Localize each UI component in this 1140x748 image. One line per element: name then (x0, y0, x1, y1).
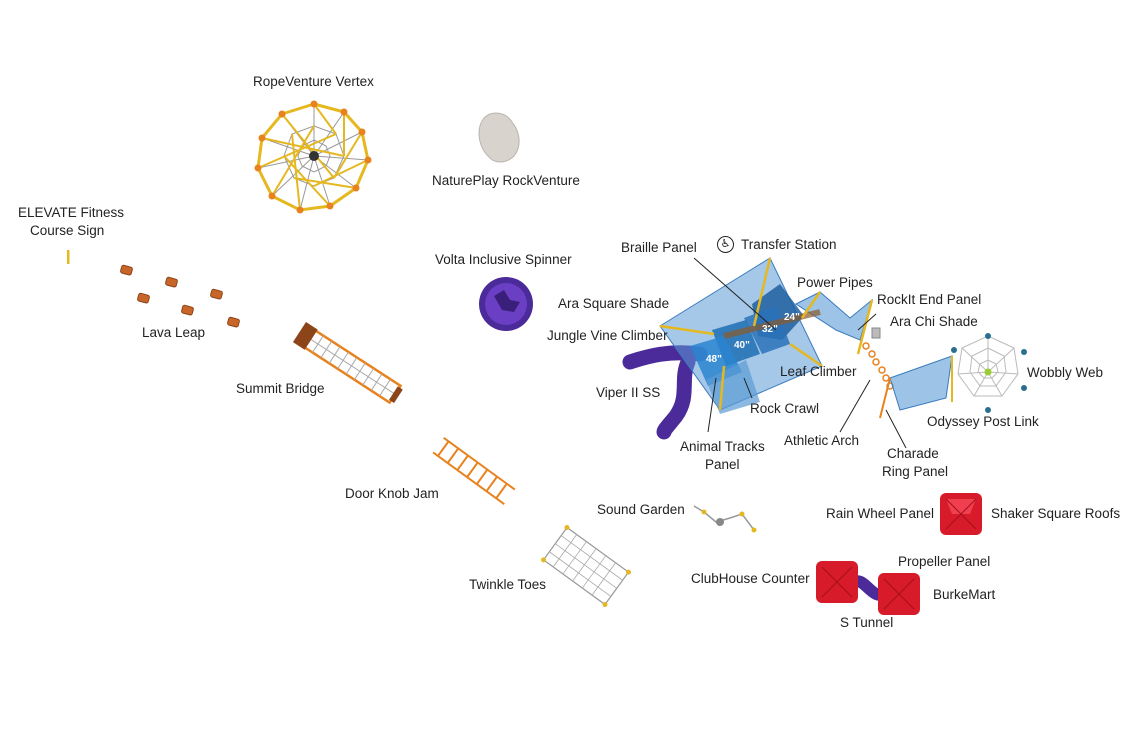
rockit-end-panel-mark (871, 327, 881, 339)
label-clubhouse-counter: ClubHouse Counter (691, 571, 810, 586)
natureplay-rock (478, 112, 520, 163)
deck-structure (690, 284, 821, 414)
deck-height-24: 24" (784, 312, 800, 323)
label-ropeventure-vertex: RopeVenture Vertex (253, 74, 374, 89)
shade-posts (659, 257, 874, 411)
label-door-knob-jam: Door Knob Jam (345, 486, 439, 501)
label-lava-leap: Lava Leap (142, 325, 206, 340)
label-rockit-end-panel: RockIt End Panel (877, 292, 982, 307)
label-elevate-sign-1: ELEVATE Fitness (18, 205, 125, 220)
deck-height-40: 40" (734, 340, 750, 351)
label-viper-ii-ss: Viper II SS (596, 385, 661, 400)
label-ara-chi-shade: Ara Chi Shade (890, 314, 978, 329)
deck-height-32: 32" (762, 324, 778, 335)
sound-garden-structure (693, 505, 757, 533)
label-natureplay-rockventure: NaturePlay RockVenture (432, 173, 580, 188)
lava-leap-stones (120, 264, 240, 328)
label-athletic-arch: Athletic Arch (784, 433, 860, 448)
label-odyssey-post-link: Odyssey Post Link (927, 414, 1039, 429)
label-braille-panel: Braille Panel (621, 240, 697, 255)
label-s-tunnel: S Tunnel (840, 615, 894, 630)
label-volta-spinner: Volta Inclusive Spinner (435, 252, 572, 267)
label-charade-1: Charade (887, 446, 939, 461)
volta-spinner (479, 277, 533, 331)
label-animal-tracks-1: Animal Tracks (680, 439, 765, 454)
label-summit-bridge: Summit Bridge (236, 381, 325, 396)
label-sound-garden: Sound Garden (597, 502, 685, 517)
label-jungle-vine-climber: Jungle Vine Climber (547, 328, 668, 343)
ropeventure-vertex-structure (254, 100, 372, 214)
label-power-pipes: Power Pipes (797, 275, 873, 290)
wheelchair-accessibility-icon: ♿ (717, 236, 734, 253)
shaker-square-roof (940, 493, 982, 535)
label-twinkle-toes: Twinkle Toes (469, 577, 547, 592)
label-shaker-square-roofs: Shaker Square Roofs (991, 506, 1121, 521)
twinkle-toes-structure (541, 524, 631, 608)
odyssey-post-link-shade (879, 355, 953, 419)
leader-lines (693, 257, 907, 449)
label-rock-crawl: Rock Crawl (750, 401, 820, 416)
wobbly-web-structure (951, 333, 1027, 413)
clubhouse-roofs-s-tunnel (816, 561, 920, 615)
label-transfer-station: Transfer Station (741, 237, 837, 252)
label-ara-square-shade: Ara Square Shade (558, 296, 670, 311)
label-leaf-climber: Leaf Climber (780, 364, 857, 379)
label-propeller-panel: Propeller Panel (898, 554, 991, 569)
elevate-sign-post (67, 250, 70, 264)
deck-height-48: 48" (706, 354, 722, 365)
label-burkemart: BurkeMart (933, 587, 996, 602)
label-elevate-sign-2: Course Sign (30, 223, 105, 238)
label-wobbly-web: Wobbly Web (1027, 365, 1104, 380)
summit-bridge-structure (292, 322, 403, 405)
door-knob-jam-structure (432, 437, 516, 505)
athletic-arch-rings (862, 342, 894, 390)
label-animal-tracks-2: Panel (705, 457, 740, 472)
label-charade-2: Ring Panel (882, 464, 949, 479)
label-rain-wheel-panel: Rain Wheel Panel (826, 506, 935, 521)
